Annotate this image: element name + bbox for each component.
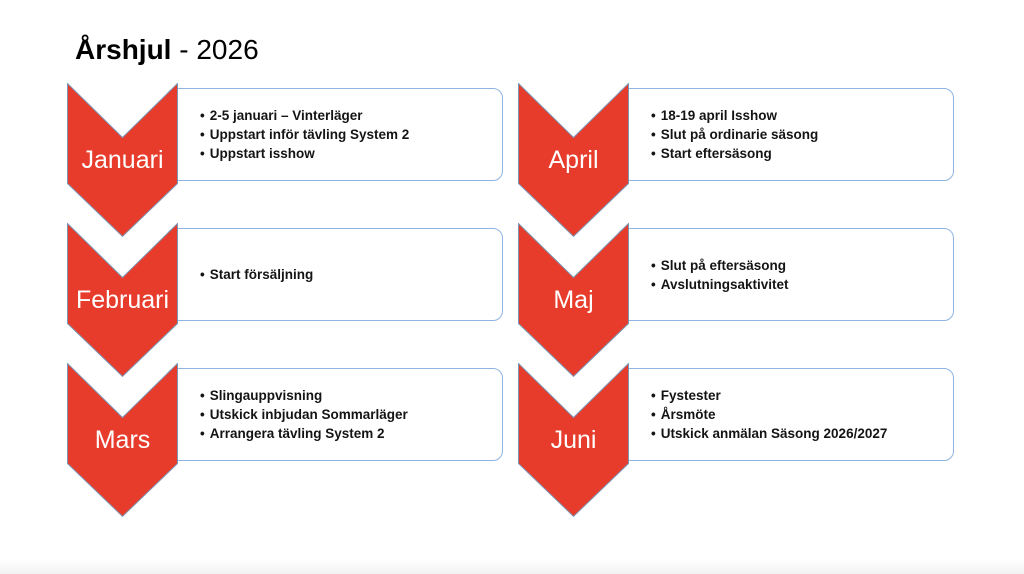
chevron-down-icon — [67, 223, 178, 377]
bullet-item: 2-5 januari – Vinterläger — [200, 106, 492, 125]
bullet-item: Uppstart inför tävling System 2 — [200, 125, 492, 144]
bullet-item: Fystester — [651, 386, 943, 405]
bullet-item: Start försäljning — [200, 265, 492, 284]
month-row: Start försäljning Februari — [67, 223, 505, 377]
bullet-item: Arrangera tävling System 2 — [200, 424, 492, 443]
month-items-box: FystesterÅrsmöteUtskick anmälan Säsong 2… — [617, 368, 954, 461]
bullet-item: Start eftersäsong — [651, 144, 943, 163]
month-items-list: FystesterÅrsmöteUtskick anmälan Säsong 2… — [618, 369, 953, 460]
month-chevron-shape: Maj — [518, 223, 629, 377]
month-chevron-shape: Januari — [67, 83, 178, 237]
month-items-list: 2-5 januari – VinterlägerUppstart inför … — [167, 89, 502, 180]
slide-title: Årshjul - 2026 — [75, 32, 259, 68]
month-label: Februari — [75, 286, 170, 314]
month-label: Juni — [550, 426, 597, 454]
month-label: Maj — [553, 286, 594, 314]
month-label: Januari — [81, 146, 164, 174]
month-label: Mars — [94, 426, 151, 454]
bullet-item: Årsmöte — [651, 405, 943, 424]
month-chevron-shape: April — [518, 83, 629, 237]
bullet-item: Avslutningsaktivitet — [651, 275, 943, 294]
month-items-box: SlingauppvisningUtskick inbjudan Sommarl… — [166, 368, 503, 461]
month-chevron-shape: Februari — [67, 223, 178, 377]
month-items-box: 18-19 april IsshowSlut på ordinarie säso… — [617, 88, 954, 181]
slide-title-suffix: - 2026 — [171, 34, 259, 65]
month-items-box: Start försäljning — [166, 228, 503, 321]
month-items-list: Start försäljning — [167, 229, 502, 320]
chevron-down-icon — [518, 223, 629, 377]
month-items-list: SlingauppvisningUtskick inbjudan Sommarl… — [167, 369, 502, 460]
month-row: 18-19 april IsshowSlut på ordinarie säso… — [518, 83, 956, 237]
chevron-down-icon — [518, 363, 629, 517]
month-items-box: Slut på eftersäsongAvslutningsaktivitet — [617, 228, 954, 321]
bullet-item: Utskick inbjudan Sommarläger — [200, 405, 492, 424]
month-row: 2-5 januari – VinterlägerUppstart inför … — [67, 83, 505, 237]
bullet-item: Utskick anmälan Säsong 2026/2027 — [651, 424, 943, 443]
month-row: Slut på eftersäsongAvslutningsaktivitet … — [518, 223, 956, 377]
bullet-item: Uppstart isshow — [200, 144, 492, 163]
chevron-down-icon — [518, 83, 629, 237]
month-chevron-shape: Juni — [518, 363, 629, 517]
bullet-item: Slingauppvisning — [200, 386, 492, 405]
bullet-item: 18-19 april Isshow — [651, 106, 943, 125]
month-items-list: 18-19 april IsshowSlut på ordinarie säso… — [618, 89, 953, 180]
month-items-box: 2-5 januari – VinterlägerUppstart inför … — [166, 88, 503, 181]
month-chevron-shape: Mars — [67, 363, 178, 517]
chevron-down-icon — [67, 363, 178, 517]
month-row: SlingauppvisningUtskick inbjudan Sommarl… — [67, 363, 505, 517]
month-label: April — [548, 146, 599, 174]
slide-title-main: Årshjul — [75, 34, 172, 65]
month-items-list: Slut på eftersäsongAvslutningsaktivitet — [618, 229, 953, 320]
chevron-down-icon — [67, 83, 178, 237]
bullet-item: Slut på eftersäsong — [651, 256, 943, 275]
bullet-item: Slut på ordinarie säsong — [651, 125, 943, 144]
month-row: FystesterÅrsmöteUtskick anmälan Säsong 2… — [518, 363, 956, 517]
